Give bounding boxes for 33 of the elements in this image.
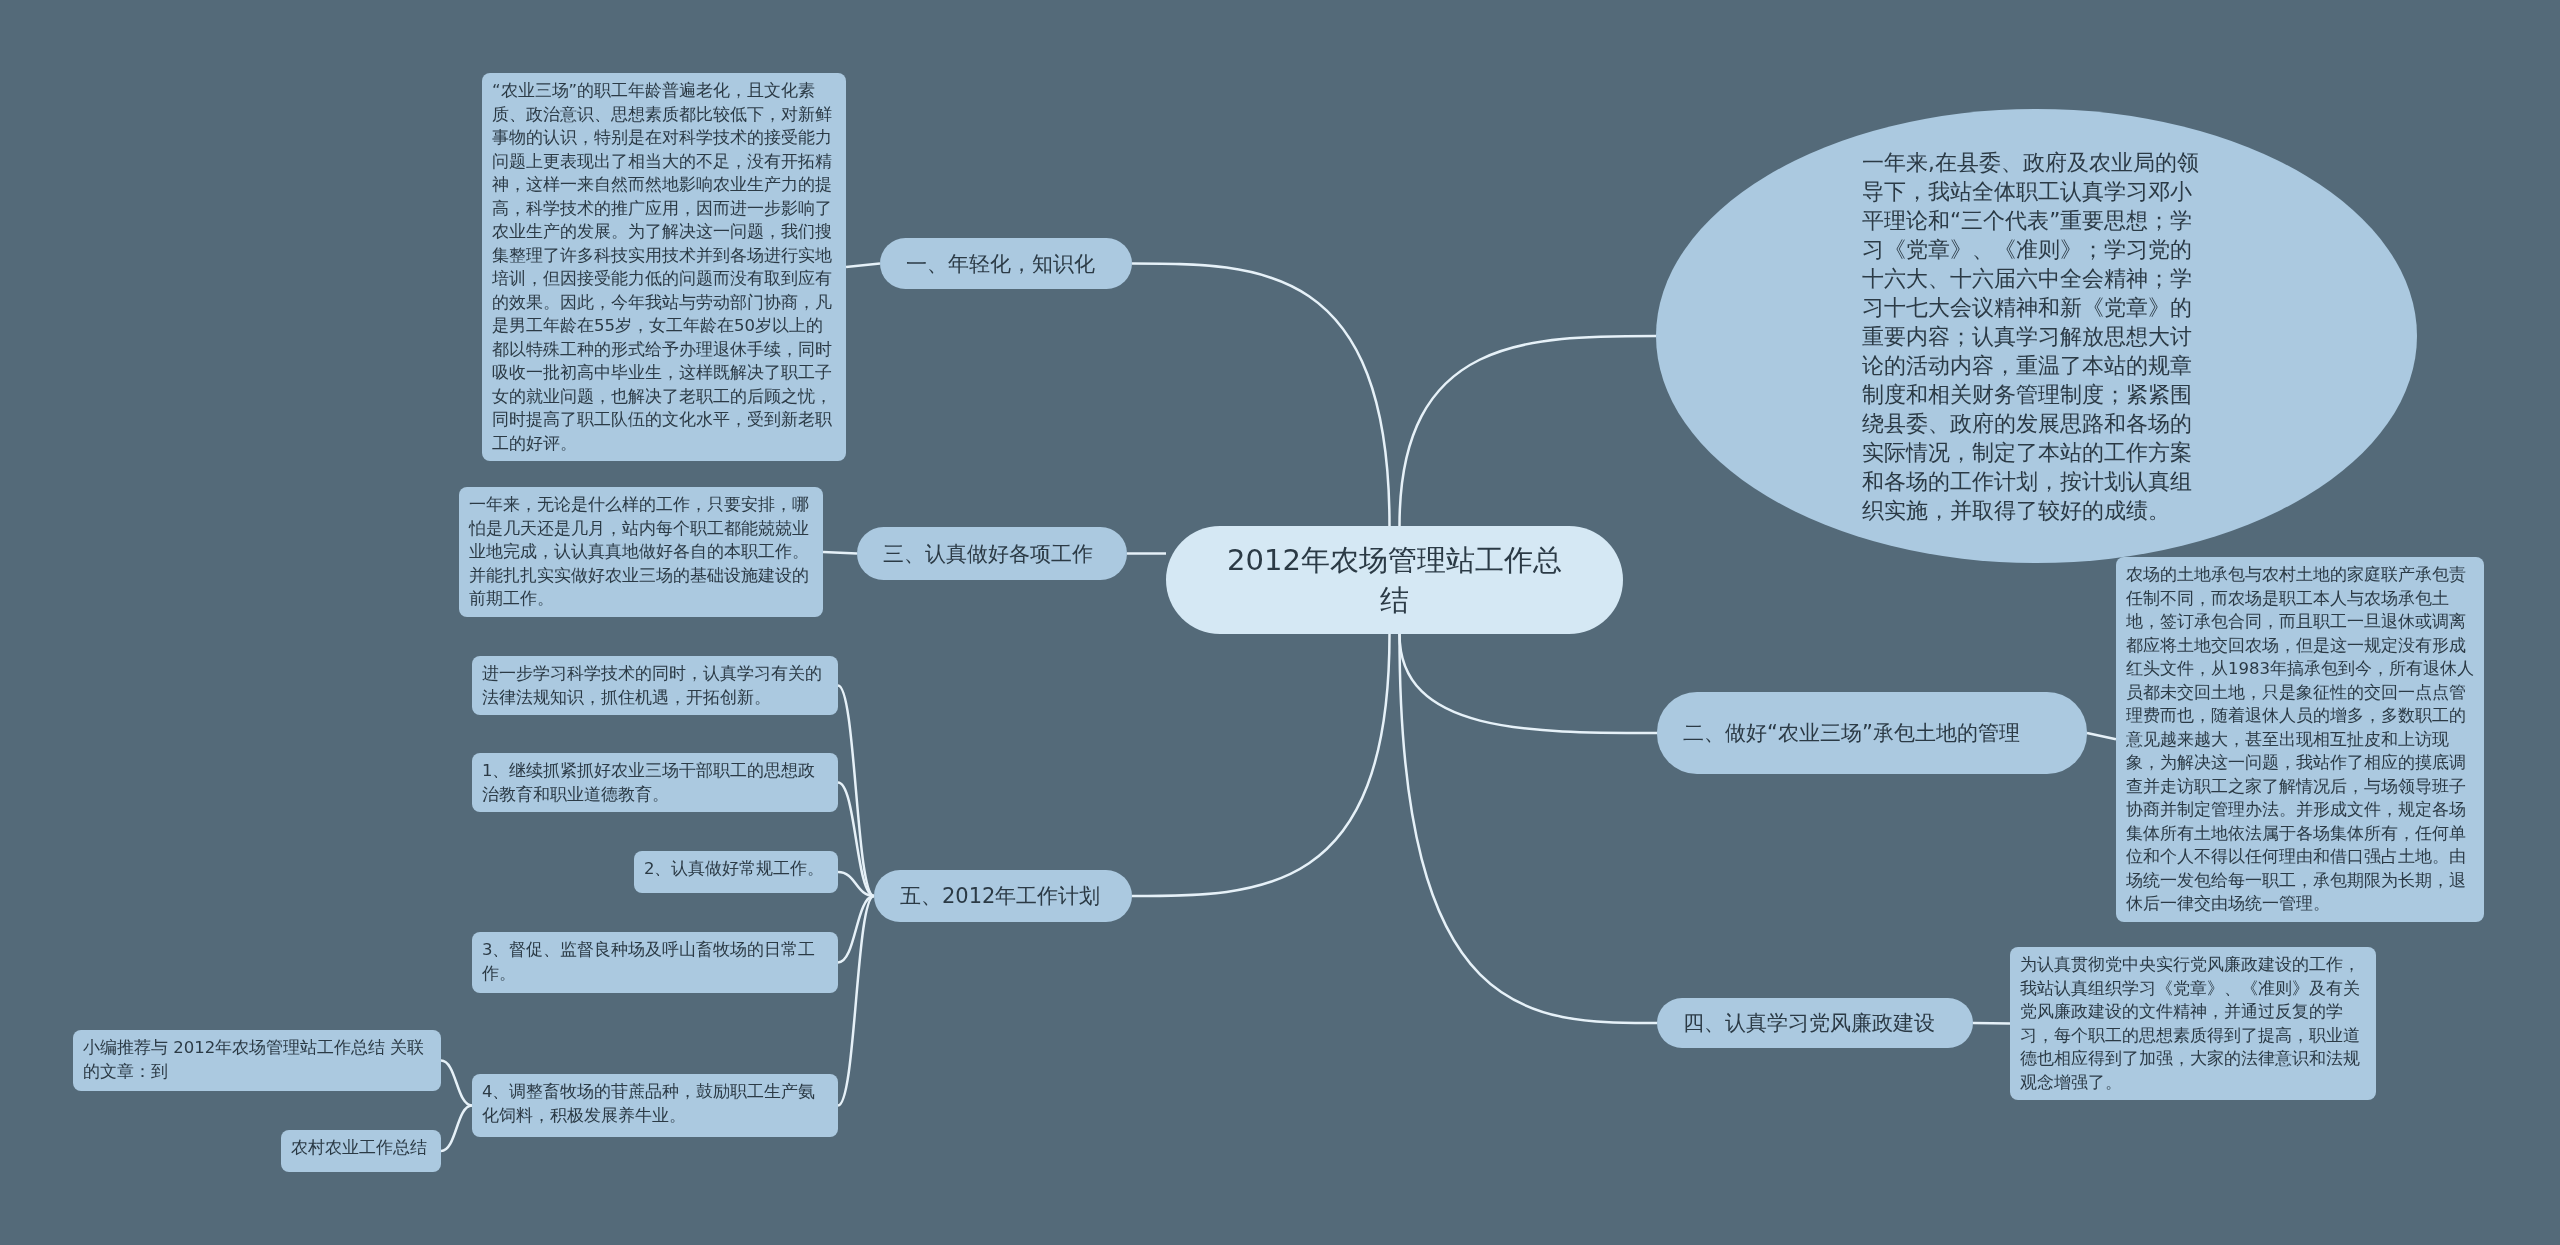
branch-topic: 四、认真学习党风廉政建设	[1657, 998, 1973, 1048]
connector-line	[1398, 633, 1657, 1025]
connector-line	[845, 262, 881, 269]
connector-line	[440, 1104, 473, 1153]
note-card: 3、督促、监督良种场及呼山畜牧场的日常工作。	[472, 932, 838, 993]
note-card: 小编推荐与 2012年农场管理站工作总结 关联的文章：到	[73, 1030, 441, 1091]
connector-line	[1973, 1021, 2010, 1025]
note-card: 4、调整畜牧场的苷蔗品种，鼓励职工生产氨化饲料，积极发展养牛业。	[472, 1074, 838, 1137]
connector-line	[1132, 262, 1391, 527]
connector-line	[1132, 633, 1391, 898]
connector-line	[440, 1059, 473, 1107]
note-card: 2、认真做好常规工作。	[634, 851, 838, 893]
note-card: 农村农业工作总结	[281, 1130, 441, 1172]
central-topic: 2012年农场管理站工作总结	[1166, 526, 1623, 634]
note-oval: 一年来,在县委、政府及农业局的领导下，我站全体职工认真学习邓小平理论和“三个代表”重要思想；学习《党章》、《准则》；学习党的十六大、十六届六中全会精神；学习十七大会议精神和新《党章》的重要内容；认真学习解放思想大讨论的活动内容，重温了本站的规章制度和相关财务管理制度；紧紧围绕县委、政府的发展思路和各场的实际情况，制定了本站的工作方案和各场的工作计划，按计划认真组织实施，并取得了较好的成绩。	[1656, 109, 2417, 563]
note-card: 一年来，无论是什么样的工作，只要安排，哪怕是几天还是几月，站内每个职工都能兢兢业业地完成，认认真真地做好各自的本职工作。并能扎扎实实做好农业三场的基础设施建设的前期工作。	[459, 487, 823, 617]
connector-line	[822, 550, 858, 555]
branch-topic: 一、年轻化，知识化	[880, 238, 1132, 289]
connector-line	[837, 894, 875, 964]
note-card: 为认真贯彻党中央实行党风廉政建设的工作，我站认真组织学习《党章》、《准则》及有关党风廉政建设的文件精神，并通过反复的学习，每个职工的思想素质得到了提高，职业道德也相应得到了加强，大家的法律意识和法规观念增强了。	[2010, 947, 2376, 1100]
branch-topic: 五、2012年工作计划	[874, 870, 1132, 922]
connector-line	[2086, 731, 2117, 741]
note-card: 进一步学习科学技术的同时，认真学习有关的法律法规知识，抓住机遇，开拓创新。	[472, 656, 838, 715]
connector-line	[837, 684, 875, 897]
connector-line	[1127, 552, 1166, 555]
note-card: 农场的土地承包与农村土地的家庭联产承包责任制不同，而农场是职工本人与农场承包土地，签订承包合同，而且职工一旦退休或调离都应将土地交回农场，但是这一规定没有形成红头文件，从1983年搞承包到今，所有退休人员都未交回土地，只是象征性的交回一点点管理费而也，随着退休人员的增多，多数职工的意见越来越大，甚至出现相互扯皮和上访现象，为解决这一问题，我站作了相应的摸底调查并走访职工之家了解情况后，与场领导班子协商并制定管理办法。并形成文件，规定各场集体所有土地依法属于各场集体所有，任何单位和个人不得以任何理由和借口强占土地。由场统一发包给每一职工，承包期限为长期，退休后一律交由场统一管理。	[2116, 557, 2484, 922]
branch-topic: 二、做好“农业三场”承包土地的管理	[1657, 692, 2087, 774]
note-card: “农业三场”的职工年龄普遍老化，且文化素质、政治意识、思想素质都比较低下，对新鲜事物的认识，特别是在对科学技术的接受能力问题上更表现出了相当大的不足，没有开拓精神，这样一来自然而然地影响农业生产力的提高，科学技术的推广应用，因而进一步影响了农业生产的发展。为了解决这一问题，我们搜集整理了许多科技实用技术并到各场进行实地培训，但因接受能力低的问题而没有取到应有的效果。因此，今年我站与劳动部门协商，凡是男工年龄在55岁，女工年龄在50岁以上的都以特殊工种的形式给予办理退休手续，同时吸收一批初高中毕业生，这样既解决了职工子女的就业问题，也解决了老职工的后顾之忧，同时提高了职工队伍的文化水平，受到新老职工的好评。	[482, 73, 846, 461]
note-card: 1、继续抓紧抓好农业三场干部职工的思想政治教育和职业道德教育。	[472, 753, 838, 812]
branch-topic: 三、认真做好各项工作	[857, 527, 1127, 580]
connector-line	[837, 895, 875, 1107]
connector-line	[837, 781, 875, 898]
connector-line	[1398, 334, 1656, 527]
